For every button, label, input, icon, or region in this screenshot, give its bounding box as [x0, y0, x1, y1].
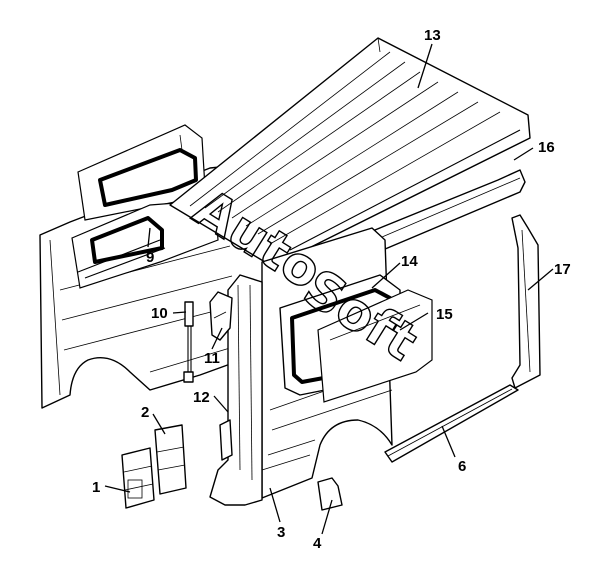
callout-14: 14	[401, 253, 418, 270]
side-window-right	[279, 274, 433, 403]
callout-6: 6	[458, 458, 466, 475]
rear-window-left	[77, 124, 206, 221]
side-sill	[384, 384, 519, 463]
callout-9: 9	[146, 249, 154, 266]
callout-2: 2	[141, 404, 149, 421]
callout-1: 1	[92, 479, 100, 496]
callout-3: 3	[277, 524, 285, 541]
callout-4: 4	[313, 535, 322, 552]
tail-light-lower	[121, 447, 155, 509]
tail-light-upper	[154, 424, 187, 495]
callout-13: 13	[424, 27, 441, 44]
callout-17: 17	[554, 261, 571, 278]
callout-16: 16	[538, 139, 555, 156]
gas-strut	[183, 301, 194, 383]
pillar-bracket	[209, 291, 233, 341]
b-pillar	[511, 214, 541, 389]
mud-flap	[317, 477, 343, 511]
leader-lines	[104, 43, 554, 535]
callout-11: 11	[204, 350, 220, 367]
rear-pillar	[209, 274, 263, 506]
roof-panel	[169, 37, 531, 263]
callout-12: 12	[193, 389, 210, 406]
callouts: 1 2 3 4 6 9 10 11 12 13 14 15 16 17	[92, 27, 571, 552]
side-window-left	[71, 199, 219, 289]
callout-15: 15	[436, 306, 453, 323]
callout-10: 10	[151, 305, 168, 322]
